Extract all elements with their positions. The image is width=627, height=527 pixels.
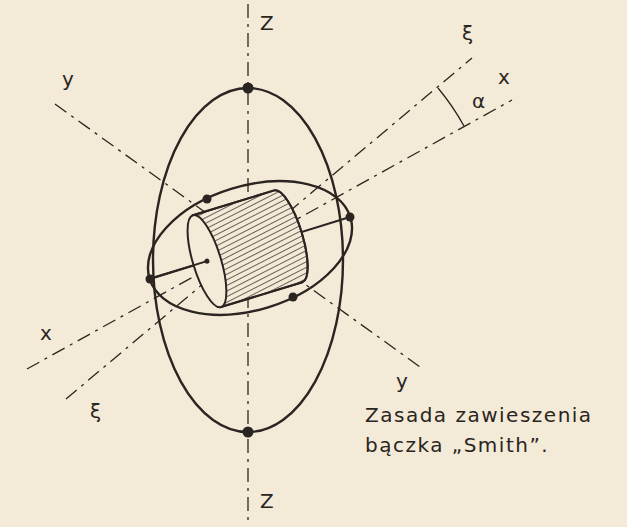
x-axis: [27, 100, 512, 369]
axis-label: y: [62, 68, 74, 91]
axis-label: ξ: [462, 22, 473, 45]
inner-gimbal-ring: [131, 158, 368, 338]
axis-label: ξ: [90, 400, 101, 423]
axis-label: Z: [260, 12, 274, 35]
angle-label: α: [472, 90, 485, 113]
xi-axis: [66, 58, 472, 399]
pivot-dots: [146, 83, 355, 438]
axis-label: Z: [260, 490, 274, 513]
rotor-cylinder: [140, 186, 315, 323]
outer-gimbal-ring: [153, 88, 343, 432]
caption: Zasada zawieszenia bączka „Smith”.: [365, 400, 615, 460]
axis-label: x: [40, 322, 52, 345]
angle-arc: [438, 88, 464, 126]
axis-label: y: [396, 370, 408, 393]
y-axis: [55, 104, 420, 367]
axis-label: x: [498, 66, 510, 89]
